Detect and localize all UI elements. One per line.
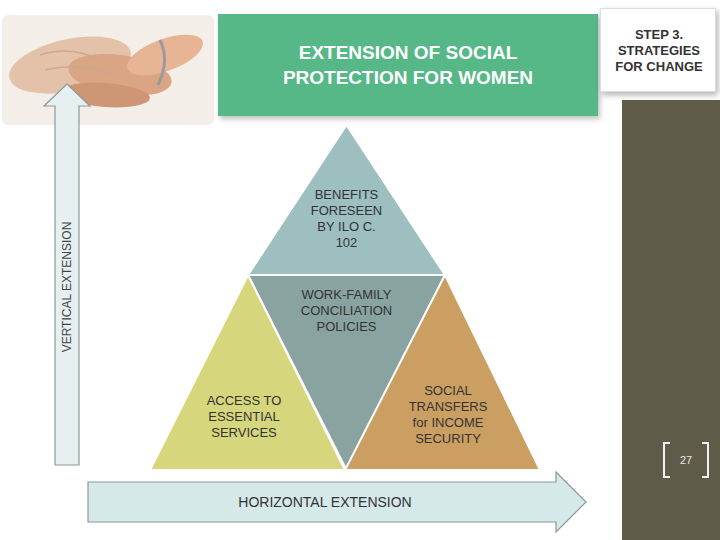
left-triangle: ACCESS TO ESSENTIAL SERVICES — [150, 275, 345, 470]
side-band — [622, 100, 720, 540]
page-number: 27 — [662, 446, 710, 474]
left-triangle-shape — [150, 275, 345, 470]
title-text: EXTENSION OF SOCIAL PROTECTION FOR WOMEN — [273, 40, 543, 90]
right-triangle-fill — [345, 275, 540, 470]
left-triangle-fill — [150, 275, 345, 470]
horizontal-arrow-fill — [88, 472, 586, 532]
step-box: STEP 3. STRATEGIES FOR CHANGE — [600, 8, 716, 92]
hands-photo — [2, 15, 214, 125]
node-text: SOCIAL TRANSFERS for INCOME SECURITY — [401, 383, 495, 447]
node-text: HORIZONTAL EXTENSION — [225, 494, 425, 510]
right-triangle: SOCIAL TRANSFERS for INCOME SECURITY — [345, 275, 540, 470]
horizontal-arrow: HORIZONTAL EXTENSION — [88, 472, 588, 532]
node-text: STEP 3. STRATEGIES FOR CHANGE — [607, 27, 711, 75]
vertical-arrow-fill — [44, 84, 90, 465]
node-text: WORK-FAMILY CONCILIATION POLICIES — [295, 287, 399, 335]
top-triangle-fill — [248, 125, 445, 275]
node-text: BENEFITS FORESEEN BY ILO C. 102 — [309, 187, 385, 251]
node-text: VERTICAL EXTENSION — [59, 117, 75, 457]
title-banner: EXTENSION OF SOCIAL PROTECTION FOR WOMEN — [218, 14, 598, 116]
top-triangle: BENEFITS FORESEEN BY ILO C. 102 — [248, 125, 445, 275]
node-text: ACCESS TO ESSENTIAL SERVICES — [198, 393, 290, 441]
vertical-arrow: VERTICAL EXTENSION — [42, 82, 92, 467]
